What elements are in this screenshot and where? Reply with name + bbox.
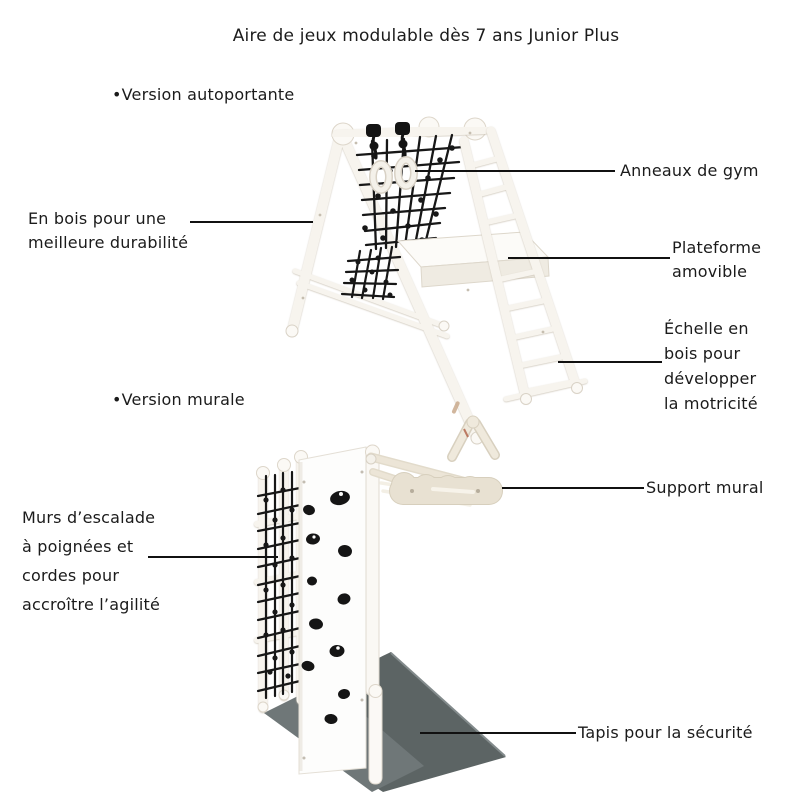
callout-en-bois-line1: En bois pour une bbox=[28, 209, 167, 228]
callout-tapis: Tapis pour la sécurité bbox=[578, 723, 753, 742]
wall-support-bracket bbox=[365, 452, 503, 507]
panel-front-post bbox=[368, 685, 383, 785]
callout-echelle-line2: bois pour bbox=[664, 344, 741, 363]
section-label-freestanding: •Version autoportante bbox=[112, 85, 295, 104]
aframe-feet bbox=[285, 320, 583, 445]
callout-anneaux: Anneaux de gym bbox=[620, 161, 759, 180]
aframe-top-bar bbox=[332, 124, 490, 140]
gym-rings bbox=[366, 122, 418, 194]
callout-murs-line3: cordes pour bbox=[22, 566, 120, 585]
aframe-legs bbox=[287, 134, 482, 443]
leader-line-support bbox=[502, 487, 644, 489]
climbing-holds bbox=[301, 490, 352, 725]
brand-mark bbox=[451, 401, 460, 414]
callout-murs: Murs d’escalade à poignées et cordes pou… bbox=[22, 503, 160, 619]
leader-line-plateforme bbox=[508, 257, 670, 259]
callout-plateforme: Plateforme amovible bbox=[672, 236, 761, 284]
panel-side-post bbox=[365, 445, 380, 697]
callout-support: Support mural bbox=[646, 478, 764, 497]
wooden-ladder bbox=[459, 126, 588, 404]
climbing-net-lower-knots bbox=[349, 255, 393, 298]
aframe-screws bbox=[301, 131, 545, 334]
callout-en-bois: En bois pour une meilleure durabilité bbox=[28, 207, 188, 255]
leader-line-echelle bbox=[558, 361, 662, 363]
wall-structure-illustration bbox=[254, 415, 506, 792]
bracket-dowel bbox=[431, 487, 475, 494]
leader-line-tapis bbox=[420, 732, 576, 734]
climbing-net-upper bbox=[355, 133, 466, 251]
wall-rope-net-knots bbox=[263, 487, 295, 679]
bracket-hinge bbox=[365, 453, 377, 465]
panel-screws bbox=[302, 470, 364, 760]
section-label-wall: •Version murale bbox=[112, 390, 245, 409]
callout-plateforme-line2: amovible bbox=[672, 262, 748, 281]
leader-line-en-bois bbox=[190, 221, 313, 223]
callout-plateforme-line1: Plateforme bbox=[672, 238, 762, 257]
freestanding-structure-illustration bbox=[285, 116, 588, 445]
callout-murs-line1: Murs d’escalade bbox=[22, 508, 156, 527]
folded-frame-top bbox=[447, 415, 500, 462]
callout-murs-line4: accroître l’agilité bbox=[22, 595, 161, 614]
leader-line-anneaux bbox=[415, 170, 615, 172]
safety-mat-edge bbox=[390, 652, 506, 757]
callout-echelle-line3: développer bbox=[664, 369, 757, 388]
callout-murs-line2: à poignées et bbox=[22, 537, 134, 556]
callout-en-bois-line2: meilleure durabilité bbox=[28, 233, 189, 252]
leader-line-murs bbox=[148, 556, 278, 558]
callout-echelle-line4: la motricité bbox=[664, 394, 758, 413]
climbing-holds-notches bbox=[312, 492, 343, 650]
page-title: Aire de jeux modulable dès 7 ans Junior … bbox=[232, 26, 620, 46]
callout-echelle-line1: Échelle en bbox=[664, 319, 749, 338]
panel-front-post-cap bbox=[368, 684, 383, 698]
callout-echelle: Échelle en bois pour développer la motri… bbox=[664, 316, 758, 416]
